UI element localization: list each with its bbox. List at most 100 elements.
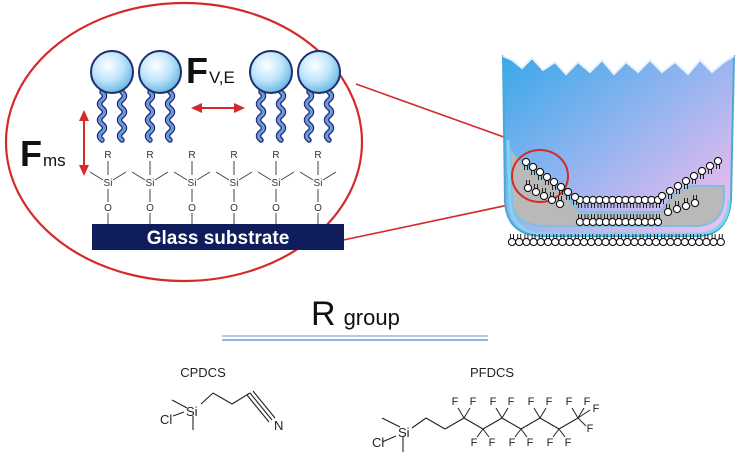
well-lipid [555, 196, 565, 209]
well-lipid [507, 234, 517, 247]
well-lipid [657, 191, 667, 204]
well-lipid [653, 214, 663, 227]
well-lipid [535, 167, 545, 180]
pfdcs-fluorine: F [546, 396, 553, 408]
silane-bond [131, 171, 146, 181]
well-lipid [543, 234, 553, 247]
well-lipid [673, 234, 682, 247]
pfdcs-fluorine: F [509, 437, 516, 449]
well-lipid [608, 214, 617, 227]
silane-o-label: O [146, 203, 154, 214]
cpdcs-cl: Cl [160, 412, 172, 427]
silane-r-label: R [104, 150, 111, 161]
well-lipid-head [601, 237, 610, 247]
well-lipid-bilayer [507, 156, 725, 247]
well-lipid-head [716, 237, 725, 247]
silane-o-label: O [188, 203, 196, 214]
silane-bond [238, 171, 253, 181]
well-lipid [702, 234, 711, 247]
well-lipid-head [523, 183, 533, 193]
silane-bond [215, 171, 230, 181]
well-lipid-head [637, 237, 646, 247]
cpdcs-name: CPDCS [180, 365, 226, 380]
pfdcs-cf-bond [463, 407, 471, 419]
well-lipid-head [515, 237, 524, 247]
cpdcs-n: N [274, 418, 283, 433]
well-lipid [690, 195, 700, 208]
well-lipid-head [705, 161, 715, 171]
well-lipid [697, 166, 707, 179]
well-lipid [659, 234, 668, 247]
lipid-head [297, 50, 341, 94]
silane-r-label: R [272, 150, 279, 161]
well-lipid [634, 214, 643, 227]
well-lipid [531, 184, 541, 197]
pfdcs-fluorine: F [471, 437, 478, 449]
pfdcs-cf-bond [495, 407, 503, 419]
pfdcs-si: Si [398, 425, 410, 440]
pfdcs-cf-bond [533, 407, 541, 419]
silane-bond [173, 171, 188, 181]
lipid-molecule [297, 50, 341, 143]
well-lipid [570, 192, 580, 205]
lipid-molecule [138, 50, 182, 143]
well-lipid-head [555, 199, 565, 209]
well-lipid-head [657, 191, 667, 201]
silane-bond [280, 171, 295, 181]
pfdcs-fluorine: F [565, 437, 572, 449]
well-lipid-head [594, 237, 603, 247]
pfdcs-cl: Cl [372, 435, 384, 450]
silane-bond [154, 171, 169, 181]
pfdcs-fluorine: F [452, 396, 459, 408]
silane-o-label: O [272, 203, 280, 214]
well-lipid-head [673, 237, 682, 247]
well-lipid [716, 234, 725, 247]
pfdcs-cf-bond [577, 417, 587, 427]
pfdcs-cf-bond [558, 428, 566, 438]
silane-si-label: Si [230, 178, 239, 189]
well-lipid [542, 172, 552, 185]
silane-si-label: Si [104, 178, 113, 189]
well-lipid [523, 180, 533, 193]
lipid-tail-fill [325, 90, 333, 142]
silane-si-label: Si [188, 178, 197, 189]
well-lipid-head [549, 177, 559, 187]
well-lipid-head [507, 237, 517, 247]
well-lipid-head [680, 237, 689, 247]
well-lipid-head [687, 237, 697, 247]
well-lipid-head [663, 207, 673, 217]
pfdcs-name: PFDCS [470, 365, 514, 380]
force-ms-label: Fms [20, 133, 66, 174]
silane-bond [322, 171, 337, 181]
lipid-molecule [90, 50, 134, 143]
pfdcs-fluorine: F [547, 437, 554, 449]
lipid-tail-fill [277, 90, 285, 142]
pfdcs-fluorine: F [584, 396, 591, 408]
well-illustration [501, 46, 736, 237]
lipid-tail-fill [305, 90, 313, 142]
pfdcs-cf-bond [501, 407, 509, 419]
well-lipid [640, 214, 650, 227]
pfdcs-fluorine: F [587, 423, 594, 435]
well-lipid [672, 201, 682, 214]
force-ms-arrow [79, 110, 89, 176]
pfdcs-cf-bond [482, 428, 490, 438]
well-lipid-head [644, 237, 653, 247]
well-lipid-head [713, 156, 723, 166]
well-lipid [614, 195, 624, 208]
pfdcs-fluorine: F [508, 396, 515, 408]
well-lipid-head [665, 186, 675, 196]
force-ve-label: FV,E [186, 50, 235, 91]
well-lipid [522, 234, 531, 247]
silane-r-label: R [230, 150, 237, 161]
well-lipid [681, 198, 691, 211]
pfdcs-cf-bond [552, 428, 560, 438]
silane-r-label: R [188, 150, 195, 161]
pfdcs-cf-bond [571, 407, 579, 419]
well-lipid-head [666, 237, 675, 247]
silane-bond [112, 171, 127, 181]
pfdcs-cf-bond [476, 428, 484, 438]
